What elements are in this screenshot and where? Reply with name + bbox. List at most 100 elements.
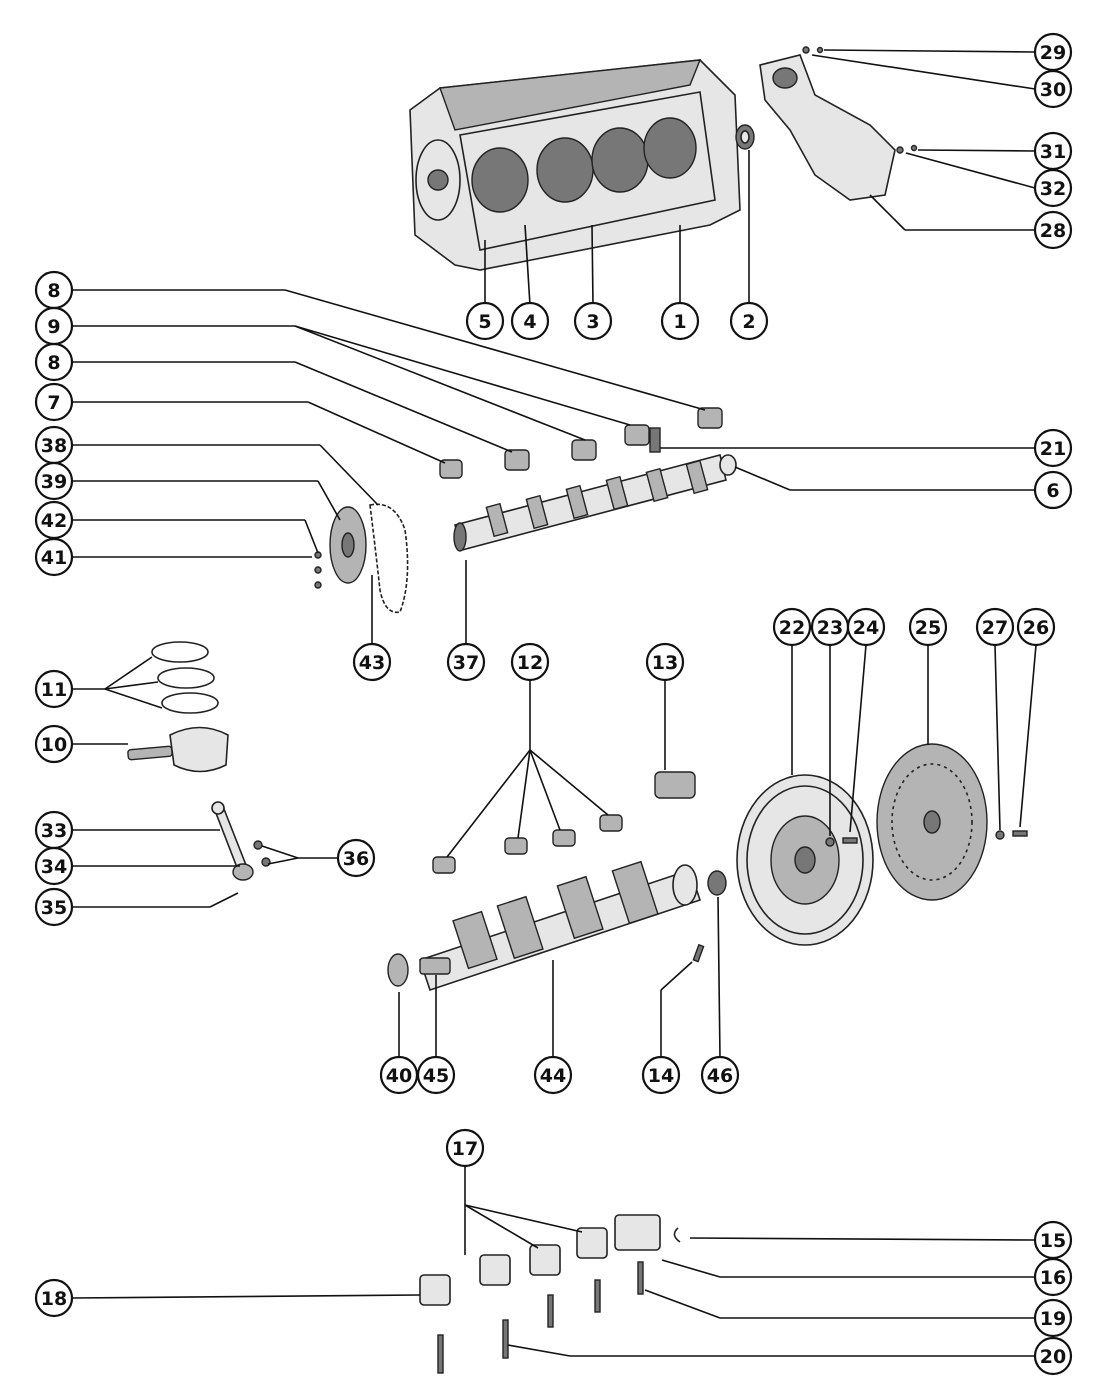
callout-18: 18 xyxy=(34,1278,74,1318)
crank-gear xyxy=(387,953,409,987)
callout-circle xyxy=(34,1278,74,1318)
callout-circle xyxy=(510,301,550,341)
callout-25: 25 xyxy=(908,607,948,647)
callout-label: 34 xyxy=(41,856,67,878)
callout-circle xyxy=(641,1055,681,1095)
callout-circle xyxy=(1033,1257,1073,1297)
callout-6: 6 xyxy=(1033,470,1073,510)
callout-21: 21 xyxy=(1033,428,1073,468)
callout-circle xyxy=(34,724,74,764)
callout-circle xyxy=(445,1128,485,1168)
callout-31: 31 xyxy=(1033,131,1073,171)
callout-label: 5 xyxy=(478,311,491,333)
callout-19: 19 xyxy=(1033,1298,1073,1338)
dowel-pin xyxy=(692,943,705,963)
callout-circle xyxy=(34,500,74,540)
callout-circle xyxy=(573,301,613,341)
callout-label: 24 xyxy=(853,617,879,639)
callout-7: 7 xyxy=(34,382,74,422)
callout-13: 13 xyxy=(645,642,685,682)
callout-label: 18 xyxy=(41,1288,67,1310)
leader-lines xyxy=(71,49,1037,1357)
clutch-plate xyxy=(876,743,1028,901)
callout-label: 17 xyxy=(452,1138,478,1160)
callout-label: 30 xyxy=(1040,79,1066,101)
callout-46: 46 xyxy=(700,1055,740,1095)
callout-23: 23 xyxy=(810,607,850,647)
main-bearing-caps xyxy=(419,1214,681,1374)
mount-bracket xyxy=(759,46,918,201)
callout-36: 36 xyxy=(336,838,376,878)
callout-label: 16 xyxy=(1040,1267,1066,1289)
seal-ring xyxy=(735,124,755,150)
callout-20: 20 xyxy=(1033,1336,1073,1376)
callout-label: 13 xyxy=(652,652,678,674)
callout-label: 8 xyxy=(47,280,60,302)
callout-label: 12 xyxy=(517,652,543,674)
callout-circle xyxy=(510,642,550,682)
callout-circle xyxy=(34,382,74,422)
callout-30: 30 xyxy=(1033,69,1073,109)
pilot-bushing xyxy=(707,870,727,896)
flywheel xyxy=(736,774,874,946)
callout-15: 15 xyxy=(1033,1220,1073,1260)
callout-label: 26 xyxy=(1023,617,1049,639)
callout-label: 4 xyxy=(523,311,536,333)
callout-40: 40 xyxy=(379,1055,419,1095)
callout-label: 46 xyxy=(707,1065,733,1087)
callout-label: 15 xyxy=(1040,1230,1066,1252)
callout-4: 4 xyxy=(510,301,550,341)
callout-label: 27 xyxy=(982,617,1008,639)
callout-circle xyxy=(1033,1336,1073,1376)
callout-38: 38 xyxy=(34,425,74,465)
callout-label: 37 xyxy=(453,652,479,674)
callout-8: 8 xyxy=(34,270,74,310)
callout-28: 28 xyxy=(1033,210,1073,250)
callout-circle xyxy=(34,669,74,709)
callout-circle xyxy=(34,887,74,927)
callout-10: 10 xyxy=(34,724,74,764)
callout-35: 35 xyxy=(34,887,74,927)
callout-41: 41 xyxy=(34,537,74,577)
callout-circle xyxy=(645,642,685,682)
main-bearings xyxy=(432,771,696,874)
callout-label: 32 xyxy=(1040,178,1066,200)
camshaft xyxy=(453,454,737,552)
callout-22: 22 xyxy=(772,607,812,647)
callout-circle xyxy=(975,607,1015,647)
callout-33: 33 xyxy=(34,810,74,850)
callout-circle xyxy=(336,838,376,878)
callout-9: 9 xyxy=(34,306,74,346)
callout-circle xyxy=(34,846,74,886)
callout-label: 23 xyxy=(817,617,843,639)
callout-circle xyxy=(1033,210,1073,250)
callout-24: 24 xyxy=(846,607,886,647)
callout-label: 28 xyxy=(1040,220,1066,242)
callout-circle xyxy=(700,1055,740,1095)
piston-assembly xyxy=(127,641,229,773)
callout-8: 8 xyxy=(34,342,74,382)
callout-circle xyxy=(846,607,886,647)
callout-1: 1 xyxy=(660,301,700,341)
callout-32: 32 xyxy=(1033,168,1073,208)
callout-circle xyxy=(34,306,74,346)
crankshaft xyxy=(418,860,702,992)
callout-circle xyxy=(34,461,74,501)
callout-39: 39 xyxy=(34,461,74,501)
callout-label: 7 xyxy=(47,392,60,414)
callout-label: 29 xyxy=(1040,42,1066,64)
callout-circle xyxy=(446,642,486,682)
callout-44: 44 xyxy=(533,1055,573,1095)
callout-17: 17 xyxy=(445,1128,485,1168)
callout-14: 14 xyxy=(641,1055,681,1095)
callout-circle xyxy=(908,607,948,647)
callout-label: 14 xyxy=(648,1065,674,1087)
callout-circle xyxy=(1033,1298,1073,1338)
callout-circle xyxy=(660,301,700,341)
callout-circle xyxy=(352,642,392,682)
callout-label: 33 xyxy=(41,820,67,842)
callout-circle xyxy=(1033,428,1073,468)
callout-label: 43 xyxy=(359,652,385,674)
callout-26: 26 xyxy=(1016,607,1056,647)
engine-block xyxy=(409,59,741,271)
